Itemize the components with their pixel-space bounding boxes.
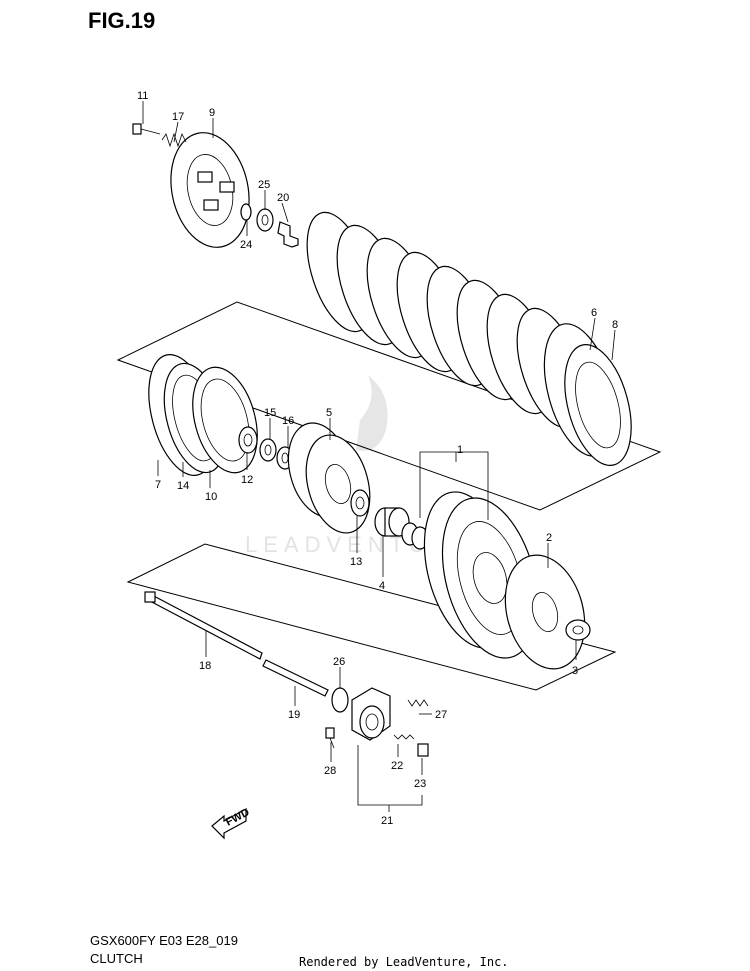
callout-8: 8 — [612, 319, 618, 331]
callout-9: 9 — [209, 107, 215, 119]
lower-parallelogram-frame — [126, 543, 617, 691]
clutch-spring — [161, 132, 187, 148]
spacer — [401, 522, 429, 550]
nut-12 — [238, 426, 258, 454]
callout-12: 12 — [241, 474, 253, 486]
bearing-25 — [256, 208, 274, 232]
clutch-spring-bolt — [132, 123, 161, 135]
callout-6: 6 — [591, 307, 597, 319]
section-name: CLUTCH — [90, 951, 143, 966]
bolt-28 — [325, 727, 335, 749]
sleeve-hub-5 — [287, 422, 371, 534]
upper-parallelogram-frame — [116, 301, 662, 511]
figure-title: FIG.19 — [88, 8, 156, 33]
callout-19: 19 — [288, 709, 300, 721]
washer-13 — [350, 489, 370, 517]
callout-3: 3 — [572, 665, 578, 677]
pressure-plate — [170, 132, 250, 248]
oil-pump-drive-gear-2 — [504, 554, 586, 670]
callout-26: 26 — [333, 656, 345, 668]
washer-15 — [259, 438, 277, 462]
callout-27: 27 — [435, 709, 447, 721]
callout-21: 21 — [381, 815, 393, 827]
callout-7: 7 — [155, 479, 161, 491]
callout-5: 5 — [326, 407, 332, 419]
callout-4: 4 — [379, 580, 385, 592]
callout-17: 17 — [172, 111, 184, 123]
adjusting-screw-22 — [393, 734, 415, 740]
clutch-plate-stack — [306, 211, 632, 466]
callout-11: 11 — [137, 90, 148, 102]
push-rod-19 — [262, 659, 329, 697]
leader-lines — [142, 101, 616, 812]
lock-nut-23 — [417, 743, 429, 757]
return-spring-27 — [407, 699, 429, 707]
callout-24: 24 — [240, 239, 252, 251]
callout-13: 13 — [350, 556, 362, 568]
washer-24 — [240, 203, 252, 221]
push-piece-20 — [277, 221, 299, 248]
callout-1: 1 — [457, 444, 463, 456]
washer-3 — [565, 619, 591, 641]
callout-16: 16 — [282, 415, 294, 427]
callout-14: 14 — [177, 480, 189, 492]
callout-25: 25 — [258, 179, 270, 191]
flame-logo-icon — [356, 375, 388, 451]
callout-18: 18 — [199, 660, 211, 672]
fwd-arrow-icon: FWD — [211, 806, 252, 840]
push-rod-18 — [144, 591, 263, 660]
clutch-release-assembly-21 — [351, 687, 391, 741]
callout-labels: 1 2 3 4 5 6 7 8 9 10 11 12 13 14 15 16 1… — [137, 90, 618, 827]
callout-22: 22 — [391, 760, 403, 772]
render-credit: Rendered by LeadVenture, Inc. — [299, 955, 509, 969]
callout-28: 28 — [324, 765, 336, 777]
callout-10: 10 — [205, 491, 217, 503]
callout-23: 23 — [414, 778, 426, 790]
callout-15: 15 — [264, 407, 276, 419]
callout-2: 2 — [546, 532, 552, 544]
oil-seal-26 — [331, 687, 349, 713]
model-code: GSX600FY E03 E28_019 — [90, 933, 238, 948]
callout-20: 20 — [277, 192, 289, 204]
